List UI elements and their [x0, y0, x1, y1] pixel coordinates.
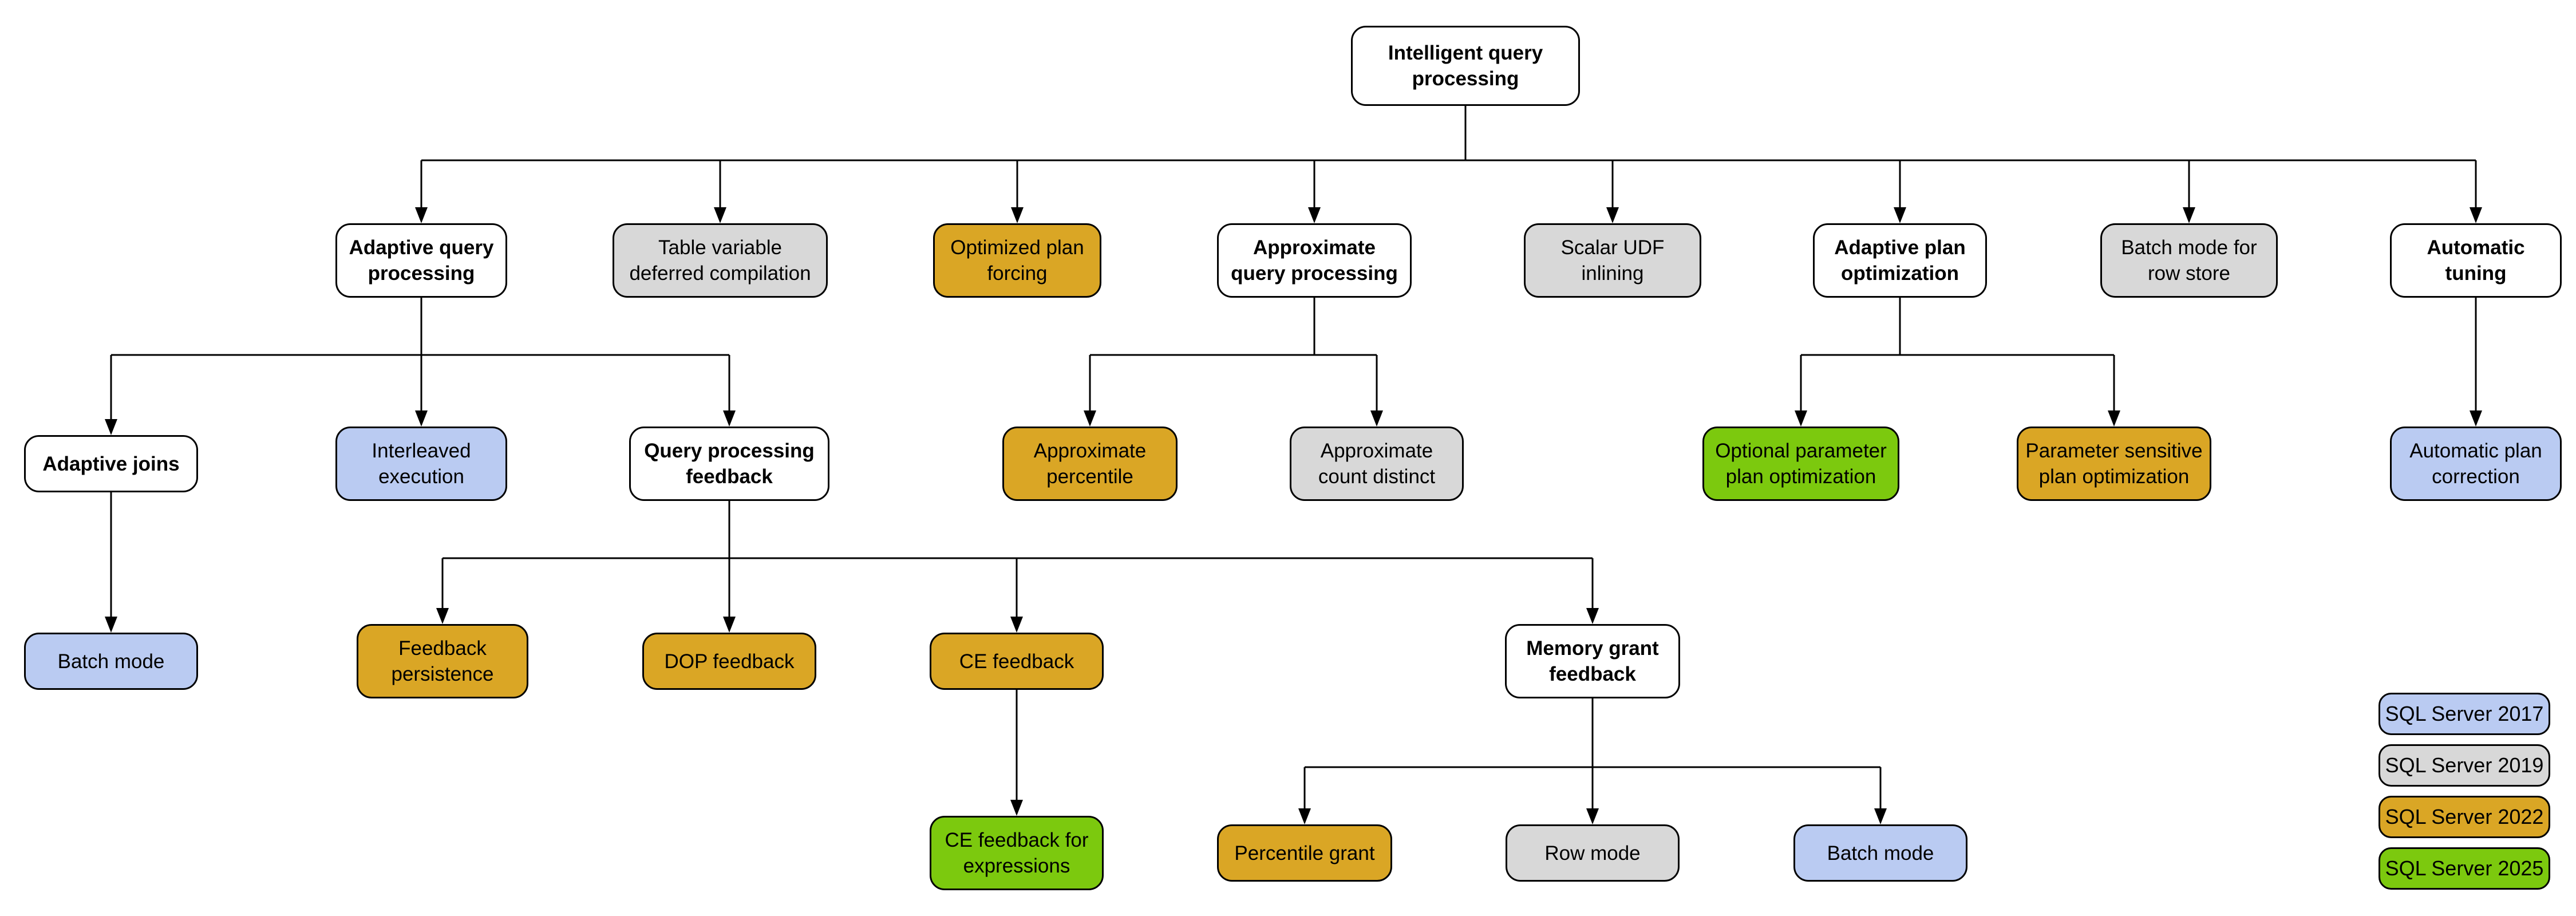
- arrowhead: [723, 617, 736, 633]
- node-intelligent-query-processing: Intelligent query processing: [1351, 26, 1580, 106]
- node-approximate-percentile: Approximate percentile: [1002, 427, 1178, 501]
- arrowhead: [1795, 410, 1807, 427]
- arrowhead: [1010, 617, 1023, 633]
- arrowhead: [1586, 808, 1599, 824]
- arrowhead: [105, 419, 117, 435]
- node-scalar-udf-inlining: Scalar UDF inlining: [1524, 223, 1701, 298]
- arrowhead: [2108, 410, 2120, 427]
- node-ce-feedback-for-expressions: CE feedback for expressions: [930, 816, 1104, 890]
- node-ce-feedback: CE feedback: [930, 633, 1104, 690]
- node-interleaved-execution: Interleaved execution: [335, 427, 507, 501]
- arrowhead: [1586, 608, 1599, 624]
- node-approximate-query-processing: Approximate query processing: [1217, 223, 1412, 298]
- legend-item-sql-server-2017: SQL Server 2017: [2379, 693, 2550, 735]
- arrowhead: [1894, 207, 1906, 223]
- legend-item-sql-server-2019: SQL Server 2019: [2379, 744, 2550, 787]
- arrowhead: [1011, 207, 1024, 223]
- node-dop-feedback: DOP feedback: [642, 633, 816, 690]
- node-percentile-grant: Percentile grant: [1217, 824, 1392, 882]
- arrowhead: [723, 410, 736, 427]
- node-optional-parameter-plan-optimization: Optional parameter plan optimization: [1702, 427, 1899, 501]
- node-adaptive-plan-optimization: Adaptive plan optimization: [1813, 223, 1987, 298]
- connector-trunks-and-buses: [110, 106, 2477, 808]
- node-automatic-tuning: Automatic tuning: [2390, 223, 2562, 298]
- legend-item-sql-server-2025: SQL Server 2025: [2379, 847, 2550, 890]
- node-row-mode: Row mode: [1506, 824, 1680, 882]
- legend-item-sql-server-2022: SQL Server 2022: [2379, 796, 2550, 838]
- arrowhead: [1606, 207, 1619, 223]
- arrowhead: [1308, 207, 1321, 223]
- node-adaptive-query-processing: Adaptive query processing: [335, 223, 507, 298]
- arrowhead: [2470, 410, 2482, 427]
- node-batch-mode-under-memory-grant: Batch mode: [1793, 824, 1967, 882]
- node-parameter-sensitive-plan-optimization: Parameter sensitive plan optimization: [2017, 427, 2211, 501]
- arrowhead: [105, 617, 117, 633]
- node-memory-grant-feedback: Memory grant feedback: [1505, 624, 1680, 698]
- node-batch-mode-under-adaptive-joins: Batch mode: [24, 633, 198, 690]
- arrowhead: [1370, 410, 1383, 427]
- arrowhead: [415, 410, 428, 427]
- node-adaptive-joins: Adaptive joins: [24, 435, 198, 492]
- arrowhead: [1084, 410, 1096, 427]
- node-automatic-plan-correction: Automatic plan correction: [2390, 427, 2562, 501]
- node-batch-mode-for-row-store: Batch mode for row store: [2100, 223, 2278, 298]
- node-table-variable-deferred-compilation: Table variable deferred compilation: [613, 223, 828, 298]
- arrowhead: [436, 608, 449, 624]
- arrowhead: [1298, 808, 1311, 824]
- arrowhead: [2183, 207, 2195, 223]
- node-approximate-count-distinct: Approximate count distinct: [1290, 427, 1464, 501]
- arrowhead: [2470, 207, 2482, 223]
- arrowhead: [1874, 808, 1887, 824]
- node-query-processing-feedback: Query processing feedback: [629, 427, 829, 501]
- arrowhead: [415, 207, 428, 223]
- connector-arrowheads: [105, 207, 2482, 824]
- arrowhead: [1010, 800, 1023, 816]
- arrowhead: [714, 207, 726, 223]
- node-feedback-persistence: Feedback persistence: [357, 624, 528, 698]
- node-optimized-plan-forcing: Optimized plan forcing: [933, 223, 1101, 298]
